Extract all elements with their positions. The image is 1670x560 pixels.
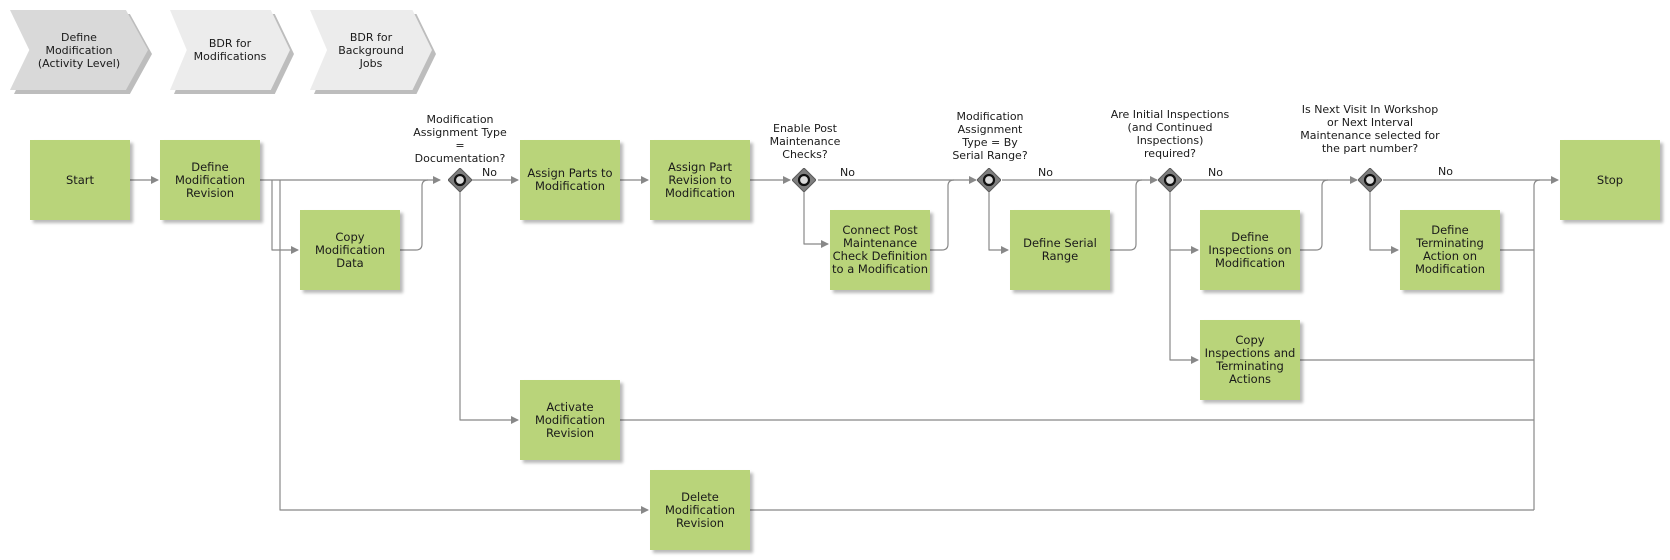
assign-parts-to-modification[interactable]: Assign Parts to Modification — [520, 140, 620, 220]
define-serial-range[interactable]: Define Serial Range — [1010, 210, 1110, 290]
nav-bdr-background-jobs-label[interactable]: BDR for Background Jobs — [310, 10, 432, 90]
copy-inspections-and-terminating-actions[interactable]: Copy Inspections and Terminating Actions — [1200, 320, 1300, 400]
branch-label-no: No — [482, 166, 497, 179]
stop-event[interactable]: Stop — [1560, 140, 1660, 220]
assign-part-revision-to-modification[interactable]: Assign Part Revision to Modification — [650, 140, 750, 220]
branch-label-no: No — [1438, 165, 1453, 178]
edge-connect-g3 — [930, 179, 955, 251]
edge-g4-copyinspections — [1169, 250, 1199, 364]
gateway-documentation[interactable] — [448, 168, 472, 192]
nav-bdr-modifications-label[interactable]: BDR for Modifications — [170, 10, 290, 90]
edge-inspections-g5 — [1300, 179, 1329, 251]
gateway-diamond-icon — [792, 168, 816, 192]
gateway-next-visit[interactable] — [1358, 168, 1382, 192]
gateway-diamond-icon — [448, 168, 472, 192]
edge-serial-g4 — [1110, 179, 1143, 251]
gateway-inspections[interactable] — [1158, 168, 1182, 192]
edge-g1-activate — [459, 192, 519, 424]
edge-g3-serial — [988, 192, 1009, 254]
edge-define-delete — [279, 180, 649, 514]
branch-label-no: No — [840, 166, 855, 179]
gateway-post-maintenance[interactable] — [792, 168, 816, 192]
activate-modification-revision[interactable]: Activate Modification Revision — [520, 380, 620, 460]
gateway-serial-range-question: Modification Assignment Type = By Serial… — [952, 110, 1028, 162]
branch-label-no: No — [1038, 166, 1053, 179]
edge-g2-connect — [803, 192, 829, 248]
gateway-post-maintenance-question: Enable Post Maintenance Checks? — [769, 122, 841, 161]
gateway-diamond-icon — [1358, 168, 1382, 192]
edge-define-copy — [271, 180, 299, 254]
gateway-inspections-question: Are Initial Inspections (and Continued I… — [1110, 108, 1230, 160]
edge-copy-g1 — [400, 179, 429, 251]
gateway-diamond-icon — [977, 168, 1001, 192]
gateway-serial-range[interactable] — [977, 168, 1001, 192]
define-modification-revision[interactable]: Define Modification Revision — [160, 140, 260, 220]
edge-merge-stop — [1533, 179, 1541, 510]
branch-label-no: No — [1208, 166, 1223, 179]
edge-g5-terminating — [1369, 192, 1399, 254]
gateway-next-visit-question: Is Next Visit In Workshop or Next Interv… — [1300, 103, 1440, 155]
copy-modification-data[interactable]: Copy Modification Data — [300, 210, 400, 290]
define-inspections-on-modification[interactable]: Define Inspections on Modification — [1200, 210, 1300, 290]
gateway-diamond-icon — [1158, 168, 1182, 192]
start-event[interactable]: Start — [30, 140, 130, 220]
connect-post-maintenance-check[interactable]: Connect Post Maintenance Check Definitio… — [830, 210, 930, 290]
nav-define-modification-label[interactable]: Define Modification (Activity Level) — [10, 10, 148, 90]
define-terminating-action-on-modification[interactable]: Define Terminating Action on Modificatio… — [1400, 210, 1500, 290]
delete-modification-revision[interactable]: Delete Modification Revision — [650, 470, 750, 550]
gateway-documentation-question: Modification Assignment Type = Documenta… — [413, 113, 507, 165]
edge-g4-inspections — [1169, 192, 1199, 254]
